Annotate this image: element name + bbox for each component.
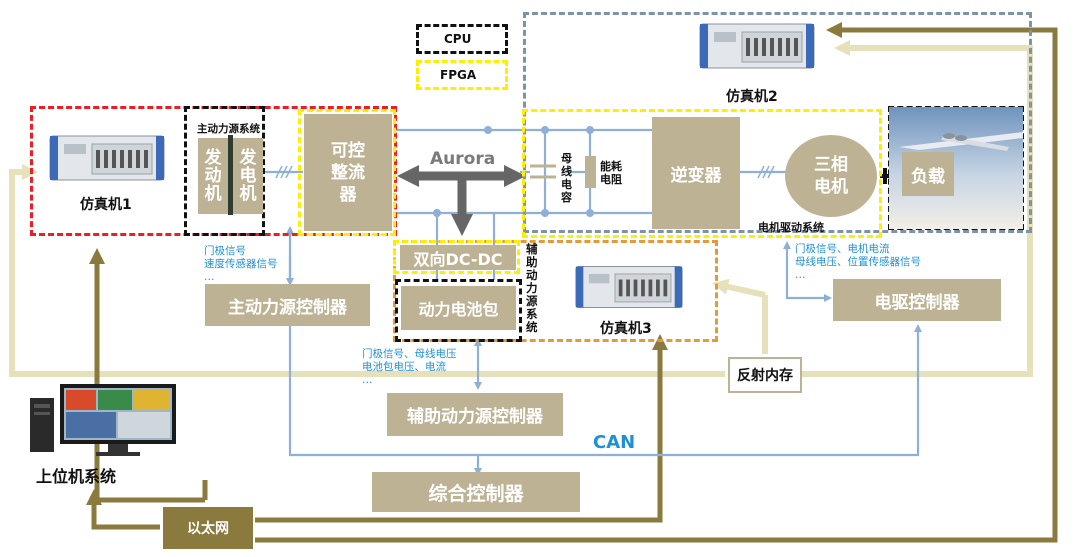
bus-junctions	[433, 126, 594, 217]
sim2-label: 仿真机2	[726, 89, 778, 105]
inverter-block: 逆变器	[652, 117, 740, 229]
three-phase-motor: 三相 电机	[785, 135, 877, 217]
aux-signals: 门极信号、母线电压 电池包电压、电流 …	[362, 348, 457, 386]
generator-char-2: 电	[239, 166, 257, 186]
generator-char-1: 发	[239, 148, 257, 168]
battery-cpu-region	[395, 279, 522, 342]
main-power-signals: 门极信号 速度传感器信号 …	[204, 245, 278, 283]
sim1-label: 仿真机1	[80, 197, 132, 213]
bus-capacitor-label: 母 线 电 容	[561, 152, 572, 204]
motor-line-2: 电机	[814, 177, 848, 197]
sim2-device-icon	[699, 23, 815, 69]
reflective-memory: 反射内存	[728, 357, 802, 393]
motor-signals: 门极信号、电机电流 母线电压、位置传感器信号 …	[795, 243, 921, 281]
bidirectional-dcdc: 双向DC-DC	[400, 245, 516, 270]
ethernet-links	[86, 22, 1058, 543]
aurora-label: Aurora	[430, 149, 496, 169]
legend-cpu-box	[416, 24, 508, 54]
aux-power-controller: 辅助动力源控制器	[387, 393, 563, 436]
brake-resistor-label: 能耗 电阻	[600, 160, 622, 186]
main-power-system-label: 主动力源系统	[197, 123, 260, 135]
legend-cpu-label: CPU	[444, 32, 472, 46]
legend-fpga-label: FPGA	[440, 68, 477, 82]
sim3-label: 仿真机3	[600, 321, 652, 337]
engine-char-2: 动	[204, 166, 222, 186]
can-bus-label: CAN	[593, 432, 636, 453]
aux-power-system-label: 辅 助 动 力 源 系 统	[526, 242, 538, 334]
battery-pack: 动力电池包	[401, 286, 516, 330]
main-power-controller: 主动力源控制器	[205, 284, 370, 326]
rectifier-line-1: 可控	[331, 140, 365, 161]
shaft-divider	[228, 135, 233, 215]
host-system-label: 上位机系统	[36, 467, 117, 486]
engine-char-3: 机	[204, 184, 222, 204]
sim3-device-icon	[575, 266, 683, 308]
rectifier-line-3: 器	[339, 184, 357, 205]
rectifier-line-2: 整流	[331, 162, 365, 183]
sim1-device-icon	[49, 135, 165, 181]
motor-controller: 电驱控制器	[833, 279, 1001, 321]
ethernet-box: 以太网	[163, 507, 253, 549]
controlled-rectifier-block: 可控 整流 器	[304, 114, 392, 231]
main-power-cpu-region	[184, 106, 265, 236]
rectifier-fpga-region	[298, 109, 396, 236]
integrated-controller: 综合控制器	[372, 472, 580, 512]
motor-drive-system-label: 电机驱动系统	[758, 221, 824, 234]
motor-fpga-region	[522, 109, 882, 238]
motor-line-1: 三相	[814, 155, 848, 175]
engine-block: 发 动 机	[198, 138, 228, 214]
generator-block: 发 电 机	[233, 138, 263, 214]
generator-char-3: 机	[239, 184, 257, 204]
dcdc-fpga-region	[393, 240, 520, 274]
sim3-region	[393, 240, 718, 342]
host-computer-icon	[30, 384, 176, 456]
legend-fpga-box	[416, 60, 508, 90]
load-block: 负载	[902, 152, 954, 196]
aurora-arrows	[397, 165, 526, 236]
engine-char-1: 发	[204, 148, 222, 168]
